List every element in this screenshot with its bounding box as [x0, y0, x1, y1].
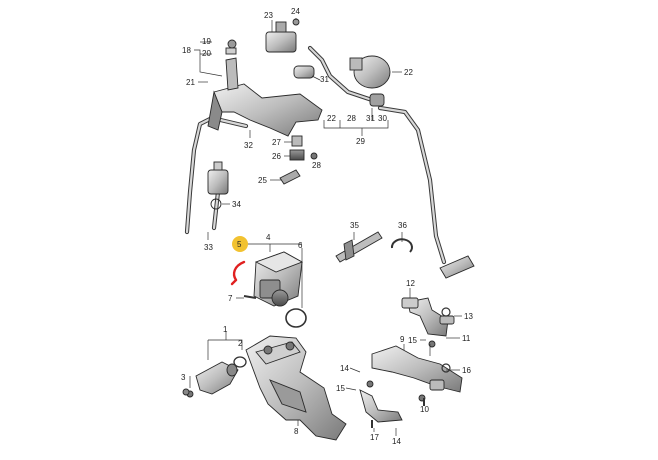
intake-manifold	[245, 335, 347, 441]
label-32[interactable]: 32	[244, 141, 253, 150]
label-14b[interactable]: 14	[392, 437, 401, 446]
label-14[interactable]: 14	[340, 364, 349, 373]
label-26[interactable]: 26	[272, 152, 281, 161]
label-18[interactable]: 18	[182, 46, 191, 55]
label-33[interactable]: 33	[204, 243, 213, 252]
label-19[interactable]: 19	[202, 37, 211, 46]
label-13[interactable]: 13	[464, 312, 473, 321]
label-22[interactable]: 22	[404, 68, 413, 77]
leader-lines	[189, 18, 462, 436]
vacuum-hose-top	[307, 45, 375, 103]
label-21[interactable]: 21	[186, 78, 195, 87]
label-3[interactable]: 3	[181, 373, 186, 382]
screws	[182, 295, 425, 428]
egr-valve	[253, 251, 304, 307]
highlight-badge	[232, 236, 248, 252]
label-15-right[interactable]: 15	[408, 336, 417, 345]
solenoid-valve	[265, 18, 300, 53]
label-5[interactable]: 5	[237, 240, 242, 249]
label-15-left[interactable]: 15	[336, 384, 345, 393]
hose-connector	[439, 255, 475, 279]
label-29[interactable]: 29	[356, 137, 365, 146]
gasket-5	[230, 260, 246, 286]
label-11[interactable]: 11	[462, 334, 471, 343]
label-4[interactable]: 4	[266, 233, 271, 242]
label-35[interactable]: 35	[350, 221, 359, 230]
label-1[interactable]: 1	[223, 325, 228, 334]
label-2[interactable]: 2	[238, 339, 243, 348]
part-labels: 18 19 20 21 23 24 22 31 22 28 31 30 29 3…	[181, 7, 473, 446]
label-24[interactable]: 24	[291, 7, 300, 16]
label-30[interactable]: 30	[378, 114, 387, 123]
label-6[interactable]: 6	[298, 241, 303, 250]
mounting-bracket	[207, 39, 323, 137]
vacuum-hose-right	[377, 105, 447, 265]
inline-filter	[207, 161, 229, 210]
label-25[interactable]: 25	[258, 176, 267, 185]
label-23[interactable]: 23	[264, 11, 273, 20]
filter-31	[293, 65, 315, 79]
egr-cooler-pipe	[359, 297, 463, 423]
label-31b[interactable]: 31	[366, 114, 375, 123]
label-36[interactable]: 36	[398, 221, 407, 230]
label-20[interactable]: 20	[202, 49, 211, 58]
label-22b[interactable]: 22	[327, 114, 336, 123]
o-ring-6	[285, 308, 307, 328]
label-28[interactable]: 28	[347, 114, 356, 123]
coolant-flange	[186, 356, 247, 398]
vacuum-hose-short	[211, 189, 221, 231]
label-10[interactable]: 10	[420, 405, 429, 414]
label-7[interactable]: 7	[228, 294, 233, 303]
label-27[interactable]: 27	[272, 138, 281, 147]
clamp-35	[335, 231, 383, 263]
label-8[interactable]: 8	[294, 427, 299, 436]
vacuum-reservoir	[349, 55, 391, 89]
label-16[interactable]: 16	[462, 366, 471, 375]
label-12[interactable]: 12	[406, 279, 415, 288]
label-17[interactable]: 17	[370, 433, 379, 442]
clip-ring-36	[390, 238, 413, 253]
label-34[interactable]: 34	[232, 200, 241, 209]
label-28b[interactable]: 28	[312, 161, 321, 170]
nonreturn-valve	[369, 93, 385, 107]
clip-parts	[279, 135, 318, 185]
label-31[interactable]: 31	[320, 75, 329, 84]
label-9[interactable]: 9	[400, 335, 405, 344]
